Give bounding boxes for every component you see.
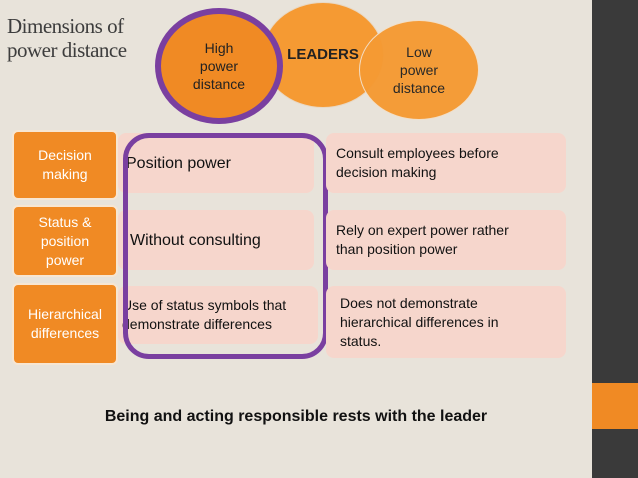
sidebar-accent [592,383,638,429]
high-decision-making-box: Position power [118,133,314,193]
slide-title: Dimensions of power distance [7,14,127,62]
high-power-distance-highlight [123,133,328,359]
high-power-distance-circle: High power distance [155,8,283,124]
high-status-box: Without consulting [118,210,314,270]
footer-statement: Being and acting responsible rests with … [104,408,488,425]
low-power-distance-circle: Low power distance [359,20,479,120]
